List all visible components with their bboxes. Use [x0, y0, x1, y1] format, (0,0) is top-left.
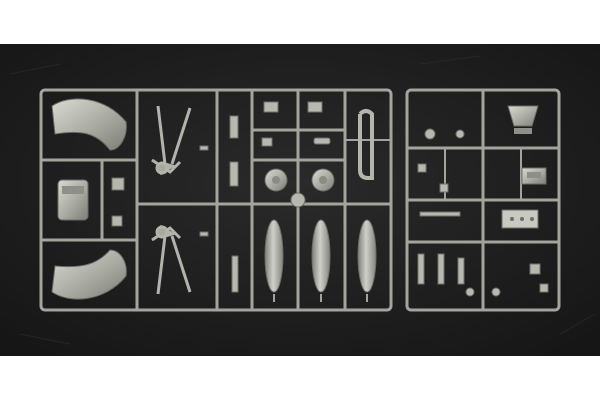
panel-plate	[501, 209, 539, 229]
strut-assembly-upper	[151, 105, 192, 176]
strut-assembly-lower	[151, 224, 192, 295]
wheel-hub-1	[264, 168, 288, 192]
exhaust-pipe	[358, 109, 374, 180]
drop-tank-1	[264, 219, 284, 302]
drop-tank-3	[357, 219, 377, 302]
center-gate	[290, 192, 306, 208]
left-sprue	[39, 88, 393, 312]
small-fittings	[417, 128, 549, 297]
wing-panel-lower	[51, 249, 127, 300]
small-fittings-left	[199, 115, 239, 293]
small-square-part	[111, 177, 125, 227]
seat	[57, 179, 89, 221]
backdrop-texture	[9, 55, 596, 345]
small-fittings-middle	[261, 101, 331, 147]
model-kit-photo	[0, 44, 600, 356]
sprue-photo-svg	[0, 44, 600, 356]
wing-panel-upper	[51, 98, 127, 151]
wheel-hub-2	[311, 168, 335, 192]
drop-tank-2	[311, 219, 331, 302]
right-sprue	[405, 88, 561, 312]
bucket-seat	[507, 105, 539, 134]
instrument-box	[521, 167, 547, 185]
